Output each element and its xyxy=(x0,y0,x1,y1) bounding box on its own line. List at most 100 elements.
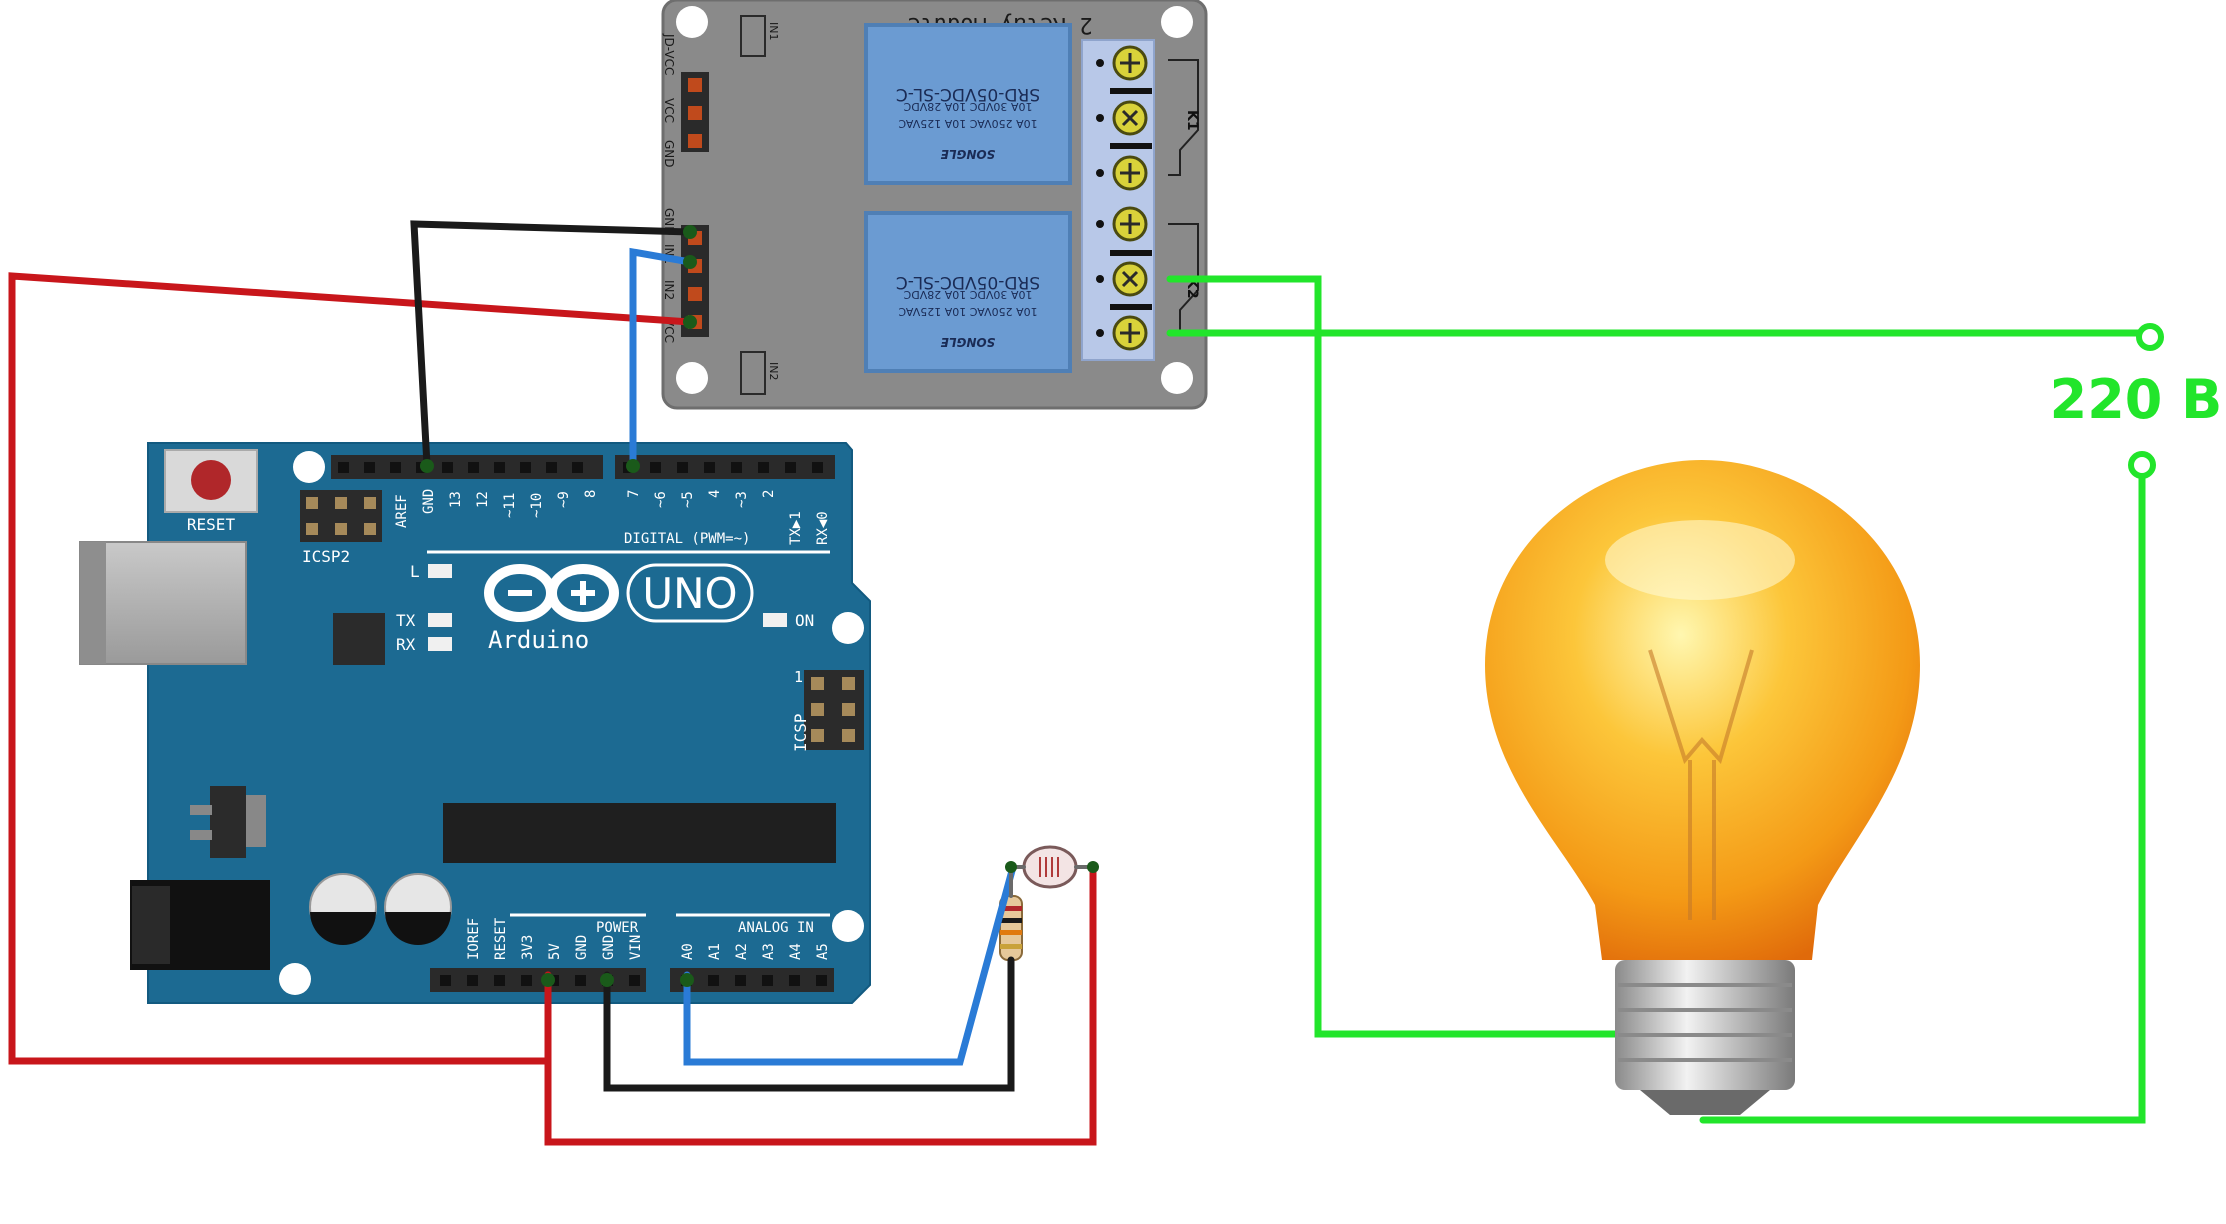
relay-module: 2 Relay Module SRD-05VDC-SL-C 10A 250VAC… xyxy=(661,0,1208,410)
pin-label: 2 xyxy=(761,490,777,498)
mounting-hole xyxy=(279,963,311,995)
analog-header xyxy=(670,968,834,992)
mounting-hole xyxy=(1161,6,1193,38)
pin-label: 12 xyxy=(475,491,491,508)
capacitor xyxy=(309,873,377,945)
analog-label: ANALOG IN xyxy=(738,920,814,936)
pin-label: TX▶1 xyxy=(788,511,804,545)
terminal-screw[interactable] xyxy=(1112,45,1148,81)
pin-label: ~10 xyxy=(529,493,545,518)
pin-label: A2 xyxy=(734,943,750,960)
arduino-uno-board: RESET ICSP2 xyxy=(79,442,871,1004)
light-bulb xyxy=(1485,460,1920,1115)
terminal-screw[interactable] xyxy=(1112,155,1148,191)
relay-brand: SONGLE xyxy=(940,335,995,349)
reset-button[interactable] xyxy=(164,449,258,513)
microcontroller xyxy=(443,803,836,863)
icsp-label: ICSP xyxy=(791,713,810,752)
mains-terminal-bottom[interactable] xyxy=(2128,451,2156,479)
pin-label: A0 xyxy=(680,943,696,960)
usb-connector xyxy=(79,541,247,665)
led-l-label: L xyxy=(410,562,420,581)
digital-header-label: DIGITAL (PWM=~) xyxy=(624,531,750,547)
pin-label: 3V3 xyxy=(520,935,536,960)
icsp-header xyxy=(804,670,864,750)
wire-blue-in1 xyxy=(629,247,694,469)
header-pin[interactable] xyxy=(688,78,702,92)
mounting-hole xyxy=(832,910,864,942)
pin-label: ~6 xyxy=(653,491,669,508)
pin-label: AREF xyxy=(394,494,410,528)
pin-label: RESET xyxy=(493,917,509,960)
pin-label: 8 xyxy=(583,490,599,498)
arduino-logo xyxy=(484,564,619,622)
led-tx-label: TX xyxy=(396,611,416,630)
bulb-tip xyxy=(1640,1090,1770,1115)
pin-label: GND xyxy=(421,489,437,514)
pin-label: 7 xyxy=(626,490,642,498)
mounting-hole xyxy=(832,612,864,644)
terminal-screw[interactable] xyxy=(1112,206,1148,242)
pin-label: A5 xyxy=(815,943,831,960)
led-rx-label: RX xyxy=(396,635,416,654)
terminal-screw[interactable] xyxy=(1112,261,1148,297)
icsp2-header xyxy=(300,490,382,542)
header-pin[interactable] xyxy=(688,134,702,148)
dc-power-jack xyxy=(130,880,270,970)
relay-k1-label: K1 xyxy=(1184,110,1200,131)
icsp2-label: ICSP2 xyxy=(302,547,350,566)
terminal-screw[interactable] xyxy=(1112,100,1148,136)
in1-label: IN1 xyxy=(767,22,780,40)
power-label: POWER xyxy=(596,920,639,936)
connection-dots xyxy=(420,225,1099,987)
pin-label: IOREF xyxy=(466,918,482,960)
icsp-pin1-label: 1 xyxy=(794,668,803,686)
header-pin[interactable] xyxy=(688,106,702,120)
pin-label: 5V xyxy=(547,943,563,960)
pin-label: GND xyxy=(601,935,617,960)
bulb-highlight xyxy=(1605,520,1795,600)
relay-top-header: JD-VCC VCC GND xyxy=(662,33,709,168)
led-tx xyxy=(428,613,452,627)
led-rx xyxy=(428,637,452,651)
relay-model-label: SRD-05VDC-SL-C xyxy=(896,84,1040,104)
relay-k1: SRD-05VDC-SL-C 10A 250VAC 10A 125VAC 10A… xyxy=(864,23,1072,185)
analog-pin-labels: A0 A1 A2 A3 A4 A5 xyxy=(680,943,831,960)
relay-model-label: SRD-05VDC-SL-C xyxy=(896,272,1040,292)
pin-label: ~11 xyxy=(502,493,518,518)
relay-coil-housing xyxy=(864,23,1072,185)
in2-indicator xyxy=(740,351,766,395)
wires xyxy=(8,220,2154,1146)
mounting-hole xyxy=(1161,362,1193,394)
usb-chip xyxy=(333,613,385,665)
wire-black-resistor xyxy=(603,956,1015,1092)
mains-voltage-label: 220 B xyxy=(2050,368,2223,431)
pin-label-in2: IN2 xyxy=(662,280,676,300)
relay-k2-label: K2 xyxy=(1184,278,1200,299)
pin-label-vcc: VCC xyxy=(662,98,676,123)
pin-label: ~9 xyxy=(556,491,572,508)
bulb-glass xyxy=(1485,460,1920,960)
terminal-screw[interactable] xyxy=(1112,315,1148,351)
pin-label: A3 xyxy=(761,943,777,960)
pin-label: A4 xyxy=(788,943,804,960)
photoresistor xyxy=(1022,845,1078,889)
screw-terminal-block xyxy=(1081,39,1155,361)
bulb-filament xyxy=(1648,649,1754,920)
header-pin-in2[interactable] xyxy=(688,287,702,301)
led-on xyxy=(763,613,787,627)
relay-rating-line2: 10A 30VDC 10A 28VDC xyxy=(903,288,1032,301)
mains-terminal-top[interactable] xyxy=(2136,323,2164,351)
digital-header xyxy=(331,455,835,479)
capacitor xyxy=(384,873,452,945)
uno-label: UNO xyxy=(642,569,737,618)
relay-k2: SRD-05VDC-SL-C 10A 250VAC 10A 125VAC 10A… xyxy=(864,211,1072,373)
in1-indicator xyxy=(740,15,766,57)
mounting-hole xyxy=(676,6,708,38)
pin-label: RX◀0 xyxy=(815,511,831,545)
digital-pin-labels: AREF GND 13 12 ~11 ~10 ~9 8 7 ~6 ~5 4 ~3… xyxy=(394,489,831,545)
pin-label: ~5 xyxy=(680,491,696,508)
wire-black-relay-gnd xyxy=(410,220,694,469)
mounting-hole xyxy=(676,362,708,394)
